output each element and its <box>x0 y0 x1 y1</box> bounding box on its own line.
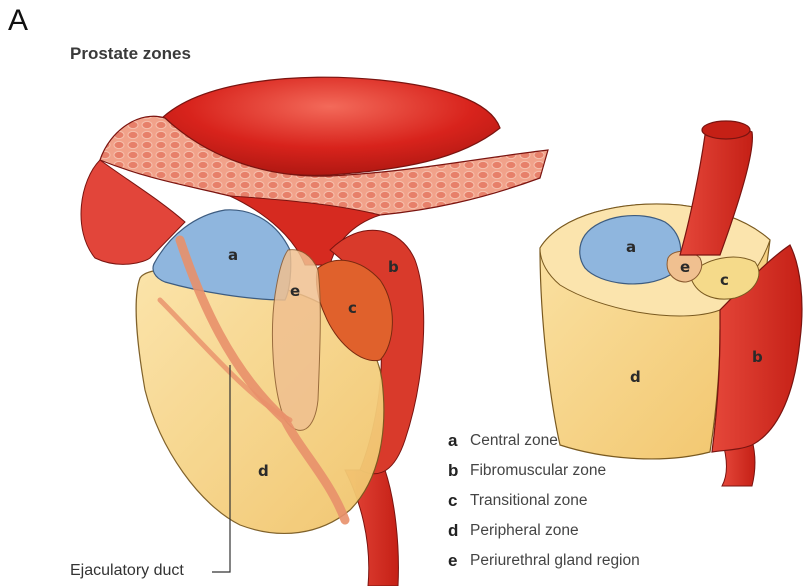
legend-key: c <box>448 491 470 511</box>
legend-label: Fibromuscular zone <box>470 462 606 480</box>
legend-key: e <box>448 551 470 571</box>
legend-label: Central zone <box>470 432 558 450</box>
label-e-right: e <box>680 258 690 276</box>
label-d-left: d <box>258 462 269 480</box>
legend-item-periurethral: e Periurethral gland region <box>448 546 640 576</box>
legend-key: a <box>448 431 470 451</box>
legend-item-fibromuscular: b Fibromuscular zone <box>448 456 640 486</box>
legend-item-transitional: c Transitional zone <box>448 486 640 516</box>
legend-key: d <box>448 521 470 541</box>
zone-e-periurethral <box>272 250 320 431</box>
label-b-left: b <box>388 258 399 276</box>
label-a-left: a <box>228 246 238 264</box>
ejaculatory-duct-label: Ejaculatory duct <box>70 562 184 580</box>
zone-legend: a Central zone b Fibromuscular zone c Tr… <box>448 426 640 576</box>
legend-label: Peripheral zone <box>470 522 579 540</box>
legend-item-peripheral: d Peripheral zone <box>448 516 640 546</box>
urethra-top-opening <box>702 121 750 139</box>
legend-label: Transitional zone <box>470 492 587 510</box>
label-e-left: e <box>290 282 300 300</box>
label-d-right: d <box>630 368 641 386</box>
legend-label: Periurethral gland region <box>470 552 640 570</box>
label-c-left: c <box>348 299 357 317</box>
label-a-right: a <box>626 238 636 256</box>
label-c-right: c <box>720 271 729 289</box>
legend-item-central: a Central zone <box>448 426 640 456</box>
legend-key: b <box>448 461 470 481</box>
label-b-right: b <box>752 348 763 366</box>
